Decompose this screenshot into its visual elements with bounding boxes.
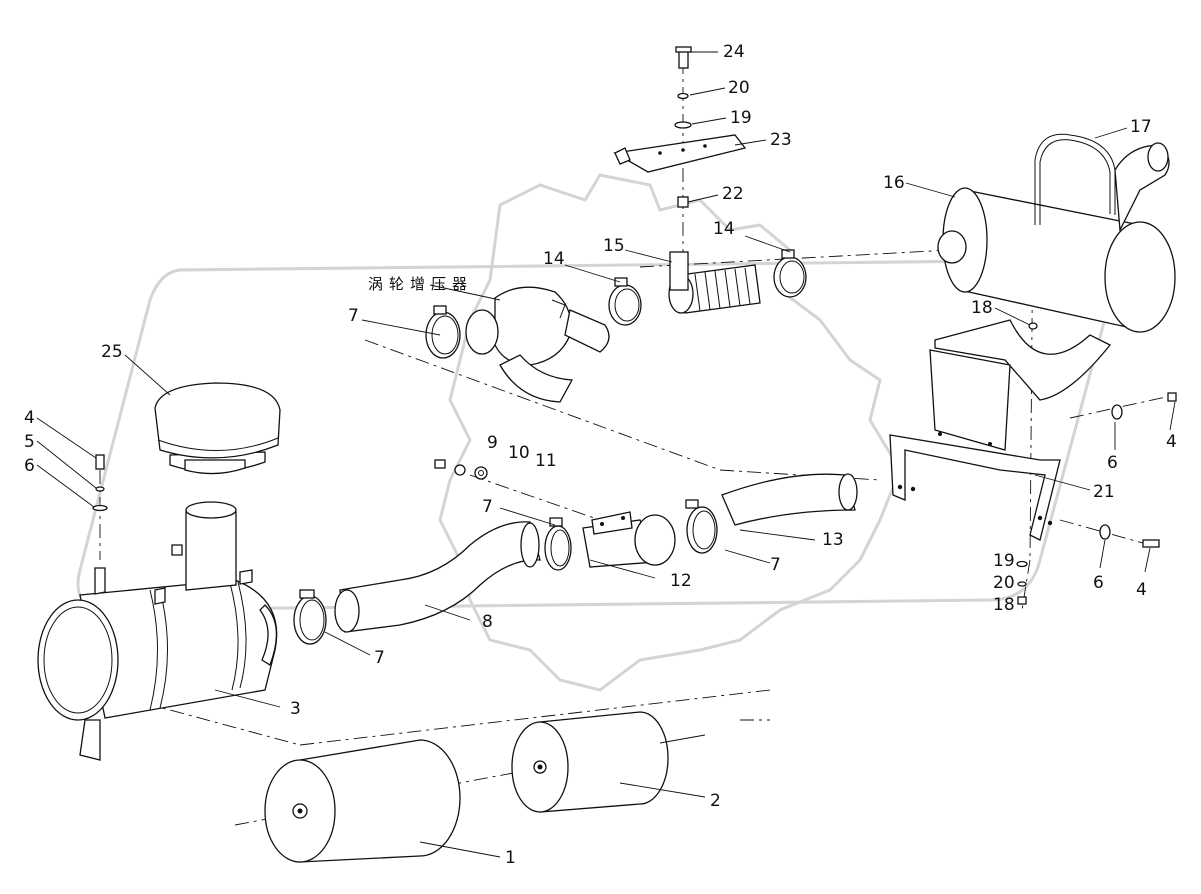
rubber-hose: [721, 473, 858, 526]
filter-element-large: [264, 739, 461, 863]
elbow-hose: [582, 511, 676, 568]
label-17: 17: [1130, 117, 1152, 137]
label-9: 9: [487, 433, 498, 453]
turbocharger-label: 涡轮增压器: [368, 275, 473, 293]
label-6-right-top: 6: [1107, 453, 1118, 473]
label-12: 12: [670, 571, 692, 591]
label-21: 21: [1093, 482, 1115, 502]
label-14-left: 14: [543, 249, 565, 269]
label-16: 16: [883, 173, 905, 193]
label-20: 20: [728, 78, 750, 98]
label-25: 25: [101, 342, 123, 362]
side-fasteners: [92, 322, 1177, 605]
hose-clamps: [293, 305, 718, 645]
muffler-bracket: [889, 319, 1112, 541]
label-8: 8: [482, 612, 493, 632]
rain-cap: [154, 382, 281, 475]
part-number-labels: 涡轮增压器 24 20 19 23 22 17 16 14 15 14 18 7…: [24, 42, 1177, 868]
muffler: [937, 133, 1176, 333]
label-18-bottom: 18: [993, 595, 1015, 615]
label-6-right-bottom: 6: [1093, 573, 1104, 593]
label-5: 5: [24, 432, 35, 452]
label-4-right-bottom: 4: [1136, 580, 1147, 600]
leader-lines: [36, 51, 1176, 858]
label-13: 13: [822, 530, 844, 550]
label-1: 1: [505, 848, 516, 868]
label-22: 22: [722, 184, 744, 204]
turbocharger: [465, 286, 610, 403]
label-24: 24: [723, 42, 745, 62]
label-19: 19: [730, 108, 752, 128]
label-15: 15: [603, 236, 625, 256]
label-11: 11: [535, 451, 557, 471]
bolts-and-washers: [434, 459, 488, 480]
label-2: 2: [710, 791, 721, 811]
air-filter-housing: [37, 501, 278, 761]
label-7-bottom: 7: [374, 648, 385, 668]
label-19-bottom: 19: [993, 551, 1015, 571]
label-7-mid: 7: [482, 497, 493, 517]
label-3: 3: [290, 699, 301, 719]
label-10: 10: [508, 443, 530, 463]
filter-element-small: [511, 711, 669, 813]
bracket-hardware: [613, 46, 747, 208]
label-4-left: 4: [24, 408, 35, 428]
label-23: 23: [770, 130, 792, 150]
label-14-right: 14: [713, 219, 735, 239]
label-4-right-top: 4: [1166, 432, 1177, 452]
label-18-top: 18: [971, 298, 993, 318]
exhaust-bellows: [608, 249, 807, 326]
label-20-bottom: 20: [993, 573, 1015, 593]
label-7-turbo: 7: [348, 306, 359, 326]
label-6-left: 6: [24, 456, 35, 476]
label-7-right: 7: [770, 555, 781, 575]
intake-pipe: [334, 521, 541, 633]
